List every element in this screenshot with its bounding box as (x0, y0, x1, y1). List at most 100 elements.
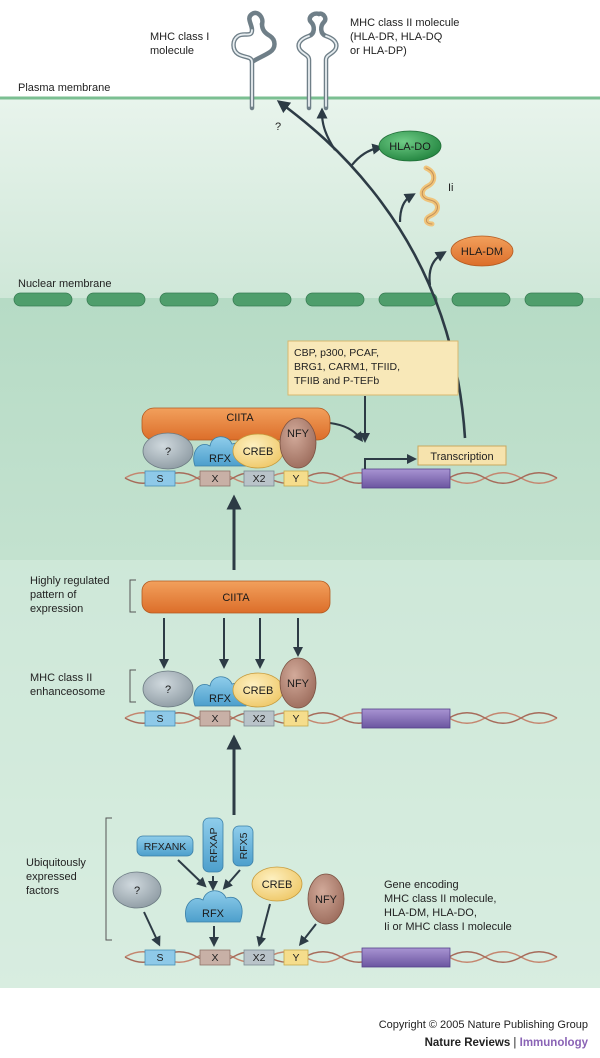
enhanceosome-line1: MHC class II (30, 672, 92, 684)
mhc-class-i-label-line1: MHC class I (150, 31, 209, 43)
branch-arrow-hla-do (351, 143, 384, 166)
unknown-factor-top (142, 432, 194, 470)
highly-regulated-line1: Highly regulated (30, 575, 110, 587)
gene-encoding-line4: Ii or MHC class I molecule (384, 921, 512, 933)
creb-top-label: CREB (243, 446, 274, 458)
nuclear-membrane (13, 292, 584, 307)
plasma-membrane-label: Plasma membrane (18, 82, 110, 94)
rfxank-protein (136, 835, 194, 857)
transcription-box (417, 445, 507, 466)
y-box-top (283, 470, 309, 487)
unknown-factor-bottom-label: ? (134, 885, 140, 897)
ciita-to-promoter-arrow (329, 422, 364, 442)
gene-encoding-line2: MHC class II molecule, (384, 893, 496, 905)
mhc-class-i-inner-icon (232, 29, 253, 107)
y-box-bottom (283, 949, 309, 966)
rfx5-protein (232, 825, 254, 867)
s-box-middle (144, 710, 176, 727)
journal-name: Nature Reviews (425, 1037, 511, 1049)
x-box-middle (199, 710, 231, 727)
hla-dm-protein (450, 235, 514, 267)
journal-credit: Nature Reviews | Immunology (425, 1037, 589, 1049)
journal-separator: | (510, 1037, 519, 1049)
cytoplasm-region (0, 98, 600, 298)
y-box-middle-label: Y (292, 713, 299, 725)
x-box-middle-label: X (211, 713, 218, 725)
nfy-bottom (307, 873, 345, 925)
rfx5-label: RFX5 (238, 832, 250, 859)
s-box-top (144, 470, 176, 487)
x2-box-middle-label: X2 (253, 713, 266, 725)
unknown-factor-middle-label: ? (165, 684, 171, 696)
rfxap-label: RFXAP (208, 827, 220, 862)
rfx5-to-rfx-arrow (222, 869, 241, 890)
nfy-top (279, 417, 317, 469)
y-box-bottom-label: Y (292, 952, 299, 964)
mhc-class-ii-icon (296, 11, 339, 111)
unknown-factor-bottom (112, 871, 162, 909)
rfx-top-label: RFX (209, 453, 232, 465)
gene-encoding-line1: Gene encoding (384, 879, 459, 891)
x2-box-bottom-label: X2 (253, 952, 266, 964)
x-box-top-label: X (211, 473, 218, 485)
ciita-middle-label: CIITA (222, 592, 250, 604)
nfy-bottom-label: NFY (315, 894, 338, 906)
x2-box-middle (243, 710, 275, 727)
creb-bottom (251, 866, 303, 902)
ubiquitous-line2: expressed (26, 871, 77, 883)
ciita-middle (141, 580, 331, 614)
transcription-start-arrow (364, 454, 417, 469)
s-box-top-label: S (156, 473, 163, 485)
highly-regulated-line3: expression (30, 603, 83, 615)
ciita-top-label: CIITA (226, 412, 254, 424)
s-box-bottom-label: S (156, 952, 163, 964)
s-box-middle-label: S (156, 713, 163, 725)
rfx-bottom (185, 890, 243, 923)
unknown-factor-top-label: ? (165, 446, 171, 458)
enhanceosome-bracket (129, 669, 136, 703)
x-box-bottom (199, 949, 231, 966)
highly-regulated-bracket (129, 579, 136, 613)
nfy-middle-label: NFY (287, 678, 310, 690)
enhanceosome-line2: enhanceosome (30, 686, 105, 698)
ubiquitous-bracket (105, 817, 112, 941)
coactivators-line2: BRG1, CARM1, TFIID, (294, 361, 400, 373)
rfx-bottom-label: RFX (202, 908, 225, 920)
coactivators-line1: CBP, p300, PCAF, (294, 347, 379, 359)
coactivators-line3: TFIIB and P-TEFb (294, 375, 379, 387)
highly-regulated-line2: pattern of (30, 589, 77, 601)
gene-middle (361, 708, 451, 729)
gene-encoding-line3: HLA-DM, HLA-DO, (384, 907, 477, 919)
unknown-factor-middle (142, 670, 194, 708)
mhc-class-ii-label-line2: (HLA-DR, HLA-DQ (350, 31, 443, 43)
gene-bottom (361, 947, 451, 968)
x-box-bottom-label: X (211, 952, 218, 964)
nfy-top-label: NFY (287, 428, 310, 440)
mhc-class-ii-label-line1: MHC class II molecule (350, 17, 459, 29)
x2-box-bottom (243, 949, 275, 966)
hla-dm-label: HLA-DM (461, 246, 503, 258)
coactivators-box (287, 340, 459, 396)
nuclear-membrane-label: Nuclear membrane (18, 278, 112, 290)
mhc-class-i-icon (231, 10, 277, 111)
s-box-bottom (144, 949, 176, 966)
y-box-middle (283, 710, 309, 727)
creb-to-x2-arrow (256, 903, 271, 947)
rfxank-label: RFXANK (144, 841, 187, 853)
ubiquitous-line1: Ubiquitously (26, 857, 86, 869)
mhc-class-i-route-question: ? (275, 121, 281, 133)
x2-box-top-label: X2 (253, 473, 266, 485)
x-box-top (199, 470, 231, 487)
journal-subject: Immunology (520, 1037, 589, 1049)
mhc-class-ii-label-line3: or HLA-DP) (350, 45, 407, 57)
branch-arrow-mhc-ii (316, 107, 336, 151)
transcription-label: Transcription (430, 451, 493, 463)
nfy-to-y-arrow (298, 923, 317, 946)
ubiquitous-line3: factors (26, 885, 60, 897)
creb-middle-label: CREB (243, 685, 274, 697)
hla-do-label: HLA-DO (389, 141, 431, 153)
gene-top (361, 468, 451, 489)
mhc-class-i-label-line2: molecule (150, 45, 194, 57)
rfxap-protein (202, 817, 224, 873)
